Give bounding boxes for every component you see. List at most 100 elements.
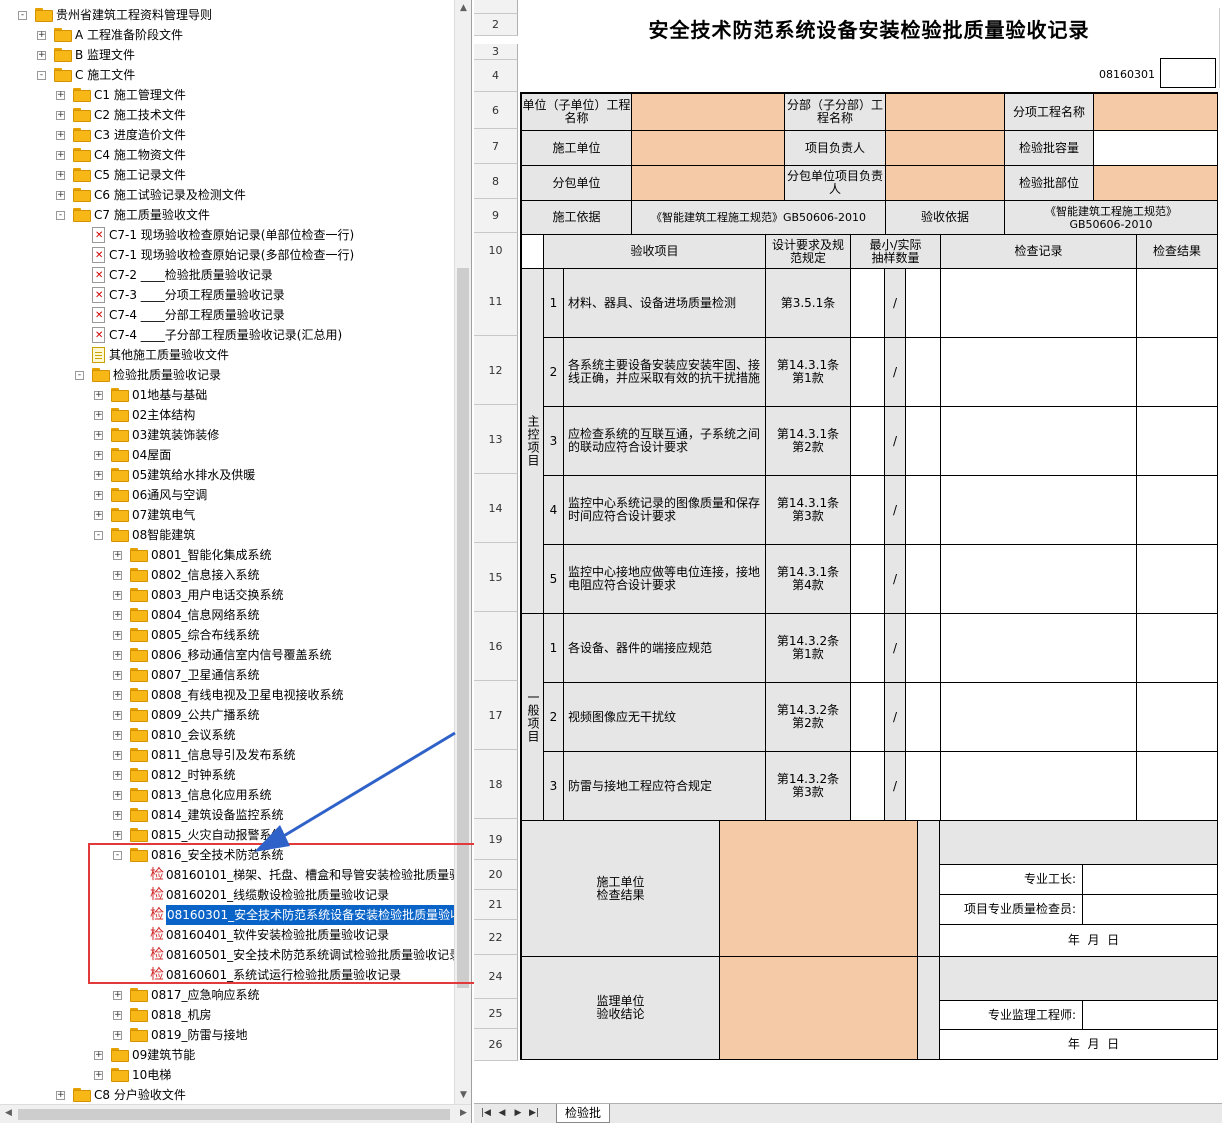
row-header[interactable]: 24	[474, 955, 518, 999]
tree-node[interactable]: +C4 施工物资文件	[0, 145, 455, 165]
scroll-right-arrow-icon[interactable]: ▶	[460, 1108, 467, 1118]
tree-node[interactable]: +0814_建筑设备监控系统	[0, 805, 455, 825]
tree-node[interactable]: +A 工程准备阶段文件	[0, 25, 455, 45]
tree-node[interactable]: +C5 施工记录文件	[0, 165, 455, 185]
expand-icon[interactable]: +	[56, 90, 65, 100]
expand-icon[interactable]: +	[113, 710, 122, 720]
tree-node[interactable]: ✕C7-4 ____子分部工程质量验收记录(汇总用)	[0, 325, 455, 345]
tree-node[interactable]: +01地基与基础	[0, 385, 455, 405]
scroll-left-arrow-icon[interactable]: ◀	[5, 1108, 12, 1118]
tree-node[interactable]: +0802_信息接入系统	[0, 565, 455, 585]
tree-node[interactable]: +0807_卫星通信系统	[0, 665, 455, 685]
tree-node[interactable]: ✕C7-4 ____分部工程质量验收记录	[0, 305, 455, 325]
expand-icon[interactable]: +	[113, 990, 122, 1000]
contractor-result-input[interactable]	[720, 821, 918, 957]
tree-node[interactable]: +02主体结构	[0, 405, 455, 425]
tree-node[interactable]: +0803_用户电话交换系统	[0, 585, 455, 605]
check-result-input[interactable]	[1137, 614, 1218, 683]
subdivision-name-input[interactable]	[886, 94, 1005, 131]
expand-icon[interactable]: +	[113, 670, 122, 680]
expand-icon[interactable]: +	[56, 190, 65, 200]
tree-node[interactable]: +0811_信息导引及发布系统	[0, 745, 455, 765]
check-result-input[interactable]	[1137, 683, 1218, 752]
row-header[interactable]: 15	[474, 543, 518, 612]
collapse-icon[interactable]: -	[18, 11, 27, 20]
tree-node[interactable]: +04屋面	[0, 445, 455, 465]
row-header[interactable]: 6	[474, 92, 518, 129]
sub-pm-input[interactable]	[886, 166, 1005, 201]
tree-node[interactable]: -08智能建筑	[0, 525, 455, 545]
tree-node[interactable]: +C2 施工技术文件	[0, 105, 455, 125]
row-header[interactable]: 11	[474, 267, 518, 336]
tree-node[interactable]: ✕C7-3 ____分项工程质量验收记录	[0, 285, 455, 305]
tree-node[interactable]: +0804_信息网络系统	[0, 605, 455, 625]
hscroll-thumb[interactable]	[18, 1109, 450, 1120]
collapse-icon[interactable]: -	[94, 531, 103, 540]
file-tree-panel[interactable]: -贵州省建筑工程资料管理导则+A 工程准备阶段文件+B 监理文件-C 施工文件+…	[0, 0, 472, 1123]
sample-min-input[interactable]	[851, 407, 885, 476]
last-sheet-icon[interactable]: ▶|	[529, 1108, 539, 1118]
tree-horizontal-scrollbar[interactable]: ◀ ▶	[0, 1104, 471, 1123]
sample-min-input[interactable]	[851, 269, 885, 338]
expand-icon[interactable]: +	[113, 790, 122, 800]
row-header[interactable]: 19	[474, 819, 518, 860]
expand-icon[interactable]: +	[113, 770, 122, 780]
tree-node[interactable]: +C6 施工试验记录及检测文件	[0, 185, 455, 205]
sample-min-input[interactable]	[851, 476, 885, 545]
expand-icon[interactable]: +	[56, 110, 65, 120]
check-result-input[interactable]	[1137, 338, 1218, 407]
check-result-input[interactable]	[1137, 476, 1218, 545]
expand-icon[interactable]: +	[56, 170, 65, 180]
tree-node[interactable]: ✕C7-1 现场验收检查原始记录(单部位检查一行)	[0, 225, 455, 245]
sheet-tab[interactable]: 检验批	[556, 1104, 611, 1123]
sample-actual-input[interactable]	[906, 614, 941, 683]
expand-icon[interactable]: +	[56, 1090, 65, 1100]
scroll-up-arrow-icon[interactable]: ▲	[460, 3, 467, 13]
expand-icon[interactable]: +	[113, 690, 122, 700]
tree-node[interactable]: +09建筑节能	[0, 1045, 455, 1065]
sample-min-input[interactable]	[851, 752, 885, 821]
unit-name-input[interactable]	[632, 94, 785, 131]
tree-node[interactable]: -0816_安全技术防范系统	[0, 845, 455, 865]
row-header[interactable]: 9	[474, 199, 518, 233]
check-record-input[interactable]	[941, 407, 1137, 476]
row-header[interactable]: 8	[474, 164, 518, 199]
expand-icon[interactable]: +	[113, 590, 122, 600]
tree-node[interactable]: ✕C7-2 ____检验批质量验收记录	[0, 265, 455, 285]
collapse-icon[interactable]: -	[75, 371, 84, 380]
expand-icon[interactable]: +	[113, 1030, 122, 1040]
row-header[interactable]: 12	[474, 336, 518, 405]
row-header[interactable]: 21	[474, 890, 518, 920]
collapse-icon[interactable]: -	[37, 71, 46, 80]
expand-icon[interactable]: +	[94, 430, 103, 440]
check-record-input[interactable]	[941, 269, 1137, 338]
tree-node[interactable]: ✕C7-1 现场验收检查原始记录(多部位检查一行)	[0, 245, 455, 265]
tree-node[interactable]: +0808_有线电视及卫星电视接收系统	[0, 685, 455, 705]
row-header[interactable]: 22	[474, 920, 518, 955]
tree-node[interactable]: +06通风与空调	[0, 485, 455, 505]
tree-node[interactable]: +05建筑给水排水及供暖	[0, 465, 455, 485]
check-record-input[interactable]	[941, 752, 1137, 821]
row-header[interactable]: 14	[474, 474, 518, 543]
row-header[interactable]: 2	[474, 14, 518, 36]
tree-node[interactable]: -贵州省建筑工程资料管理导则	[0, 5, 455, 25]
sample-min-input[interactable]	[851, 545, 885, 614]
row-header[interactable]: 25	[474, 999, 518, 1029]
expand-icon[interactable]: +	[113, 810, 122, 820]
expand-icon[interactable]: +	[56, 150, 65, 160]
check-record-input[interactable]	[941, 545, 1137, 614]
scroll-down-arrow-icon[interactable]: ▼	[460, 1090, 467, 1100]
sample-actual-input[interactable]	[906, 545, 941, 614]
tree-node[interactable]: -C7 施工质量验收文件	[0, 205, 455, 225]
expand-icon[interactable]: +	[94, 490, 103, 500]
expand-icon[interactable]: +	[113, 730, 122, 740]
tree-node[interactable]: +0809_公共广播系统	[0, 705, 455, 725]
tree-node[interactable]: -检验批质量验收记录	[0, 365, 455, 385]
tree-node[interactable]: +0810_会议系统	[0, 725, 455, 745]
check-record-input[interactable]	[941, 338, 1137, 407]
expand-icon[interactable]: +	[94, 450, 103, 460]
